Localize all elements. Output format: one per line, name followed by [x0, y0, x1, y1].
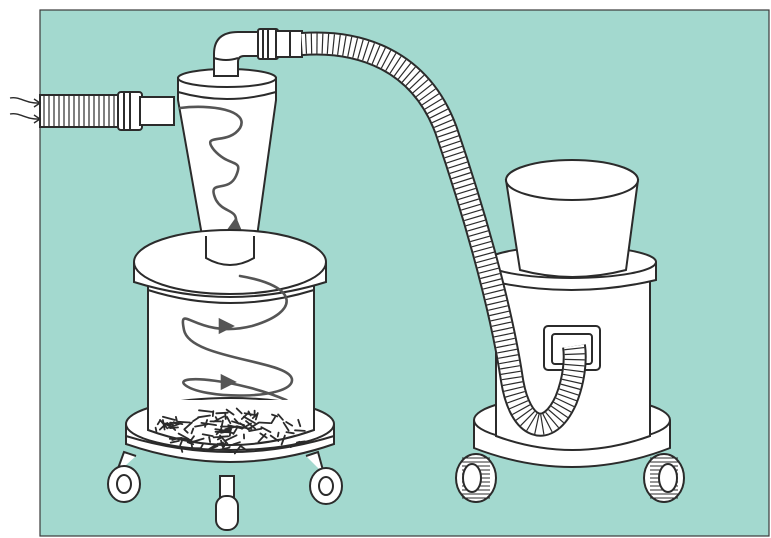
vacuum-wheel-left	[456, 454, 496, 502]
airflow-in-arrows	[10, 98, 40, 123]
inlet-hose	[40, 95, 120, 127]
vacuum-wheel-right	[644, 454, 684, 502]
caster-center	[216, 476, 238, 530]
inlet-coupling	[118, 92, 174, 130]
